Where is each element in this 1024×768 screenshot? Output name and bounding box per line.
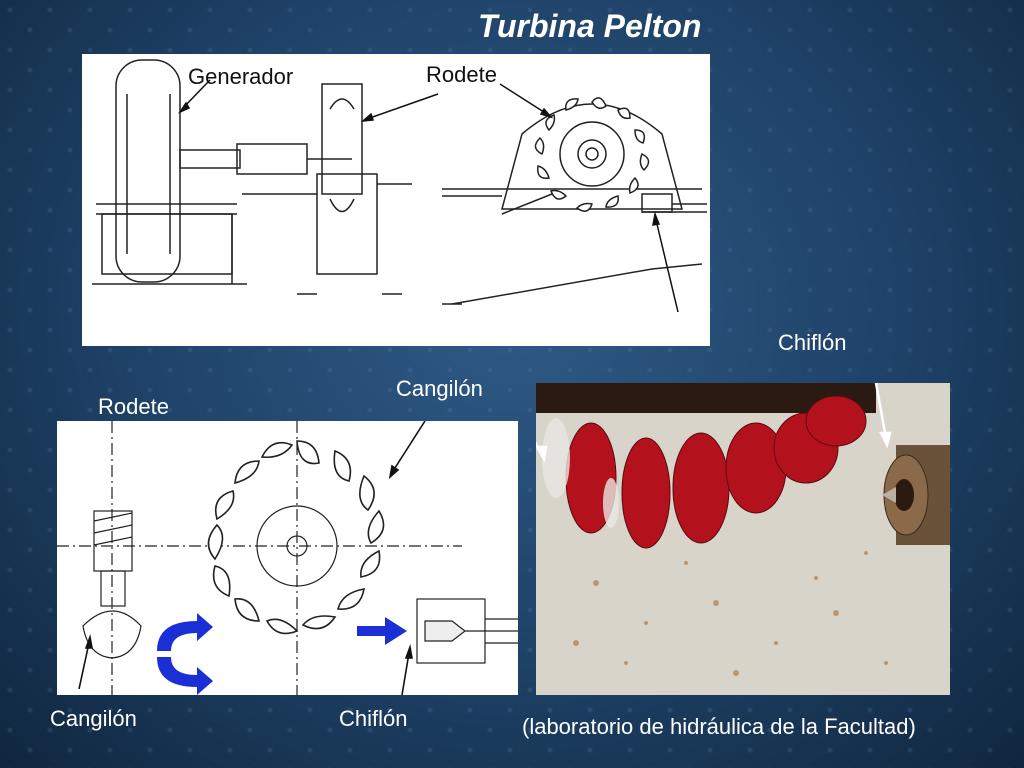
label-rodete-left: Rodete bbox=[98, 394, 169, 419]
label-cangilon-top: Cangilón bbox=[396, 376, 483, 401]
bottom-schematic-panel bbox=[57, 421, 518, 695]
runner-hub-drawing bbox=[559, 121, 625, 187]
lab-photo-svg bbox=[536, 383, 950, 695]
photo-caption: (laboratorio de hidráulica de la Faculta… bbox=[522, 714, 916, 739]
label-chiflon-bottom: Chiflón bbox=[339, 706, 408, 731]
wheel-hub-drawing bbox=[256, 505, 338, 587]
jet-arrows bbox=[157, 613, 407, 695]
label-chiflon-top: Chiflón bbox=[778, 330, 847, 355]
red-buckets bbox=[565, 395, 867, 549]
generator-drawing bbox=[115, 59, 181, 283]
nozzle-photo bbox=[882, 445, 950, 545]
lab-photo bbox=[536, 383, 950, 695]
rust-spots bbox=[573, 551, 888, 676]
label-generador: Generador bbox=[188, 64, 294, 89]
slide-title: Turbina Pelton bbox=[478, 8, 702, 44]
label-rodete-top: Rodete bbox=[426, 62, 497, 87]
schematic-svg bbox=[57, 421, 518, 695]
label-cangilon-bottom: Cangilón bbox=[50, 706, 137, 731]
side-bucket-drawing bbox=[82, 610, 142, 659]
wheel-buckets-drawing bbox=[207, 440, 385, 635]
top-diagram-svg bbox=[92, 59, 707, 313]
runner-buckets-drawing bbox=[534, 97, 650, 212]
top-diagram-panel bbox=[82, 54, 710, 346]
